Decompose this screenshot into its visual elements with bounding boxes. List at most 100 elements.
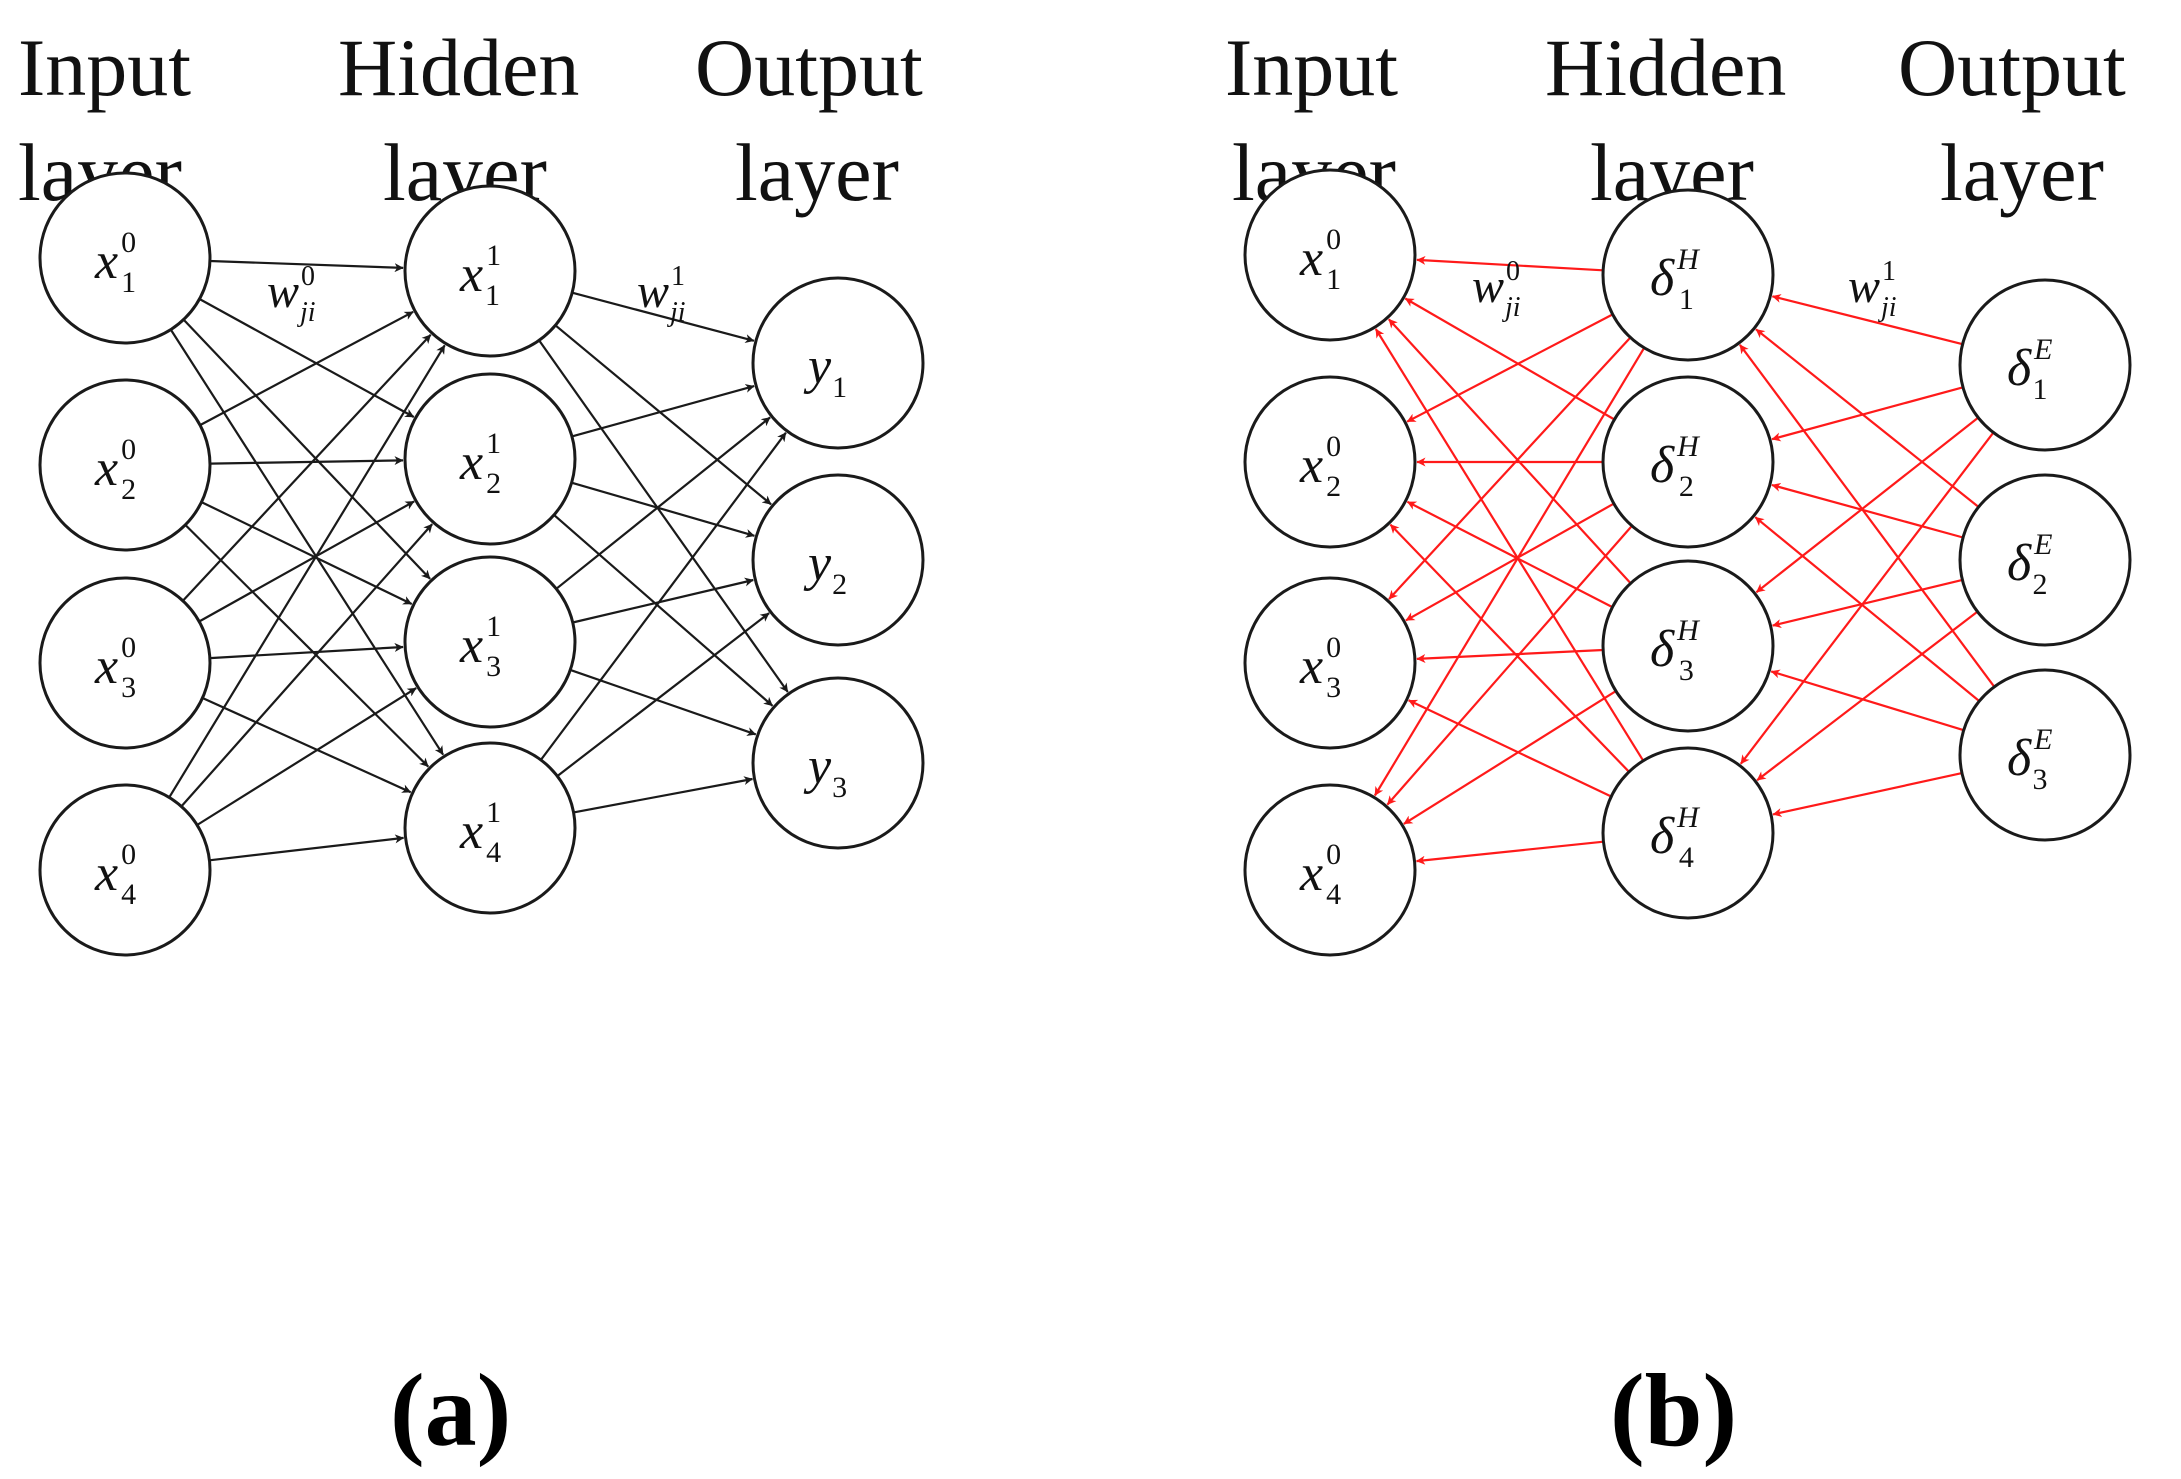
svg-text:x02: x02 (94, 433, 136, 506)
weight-sup: 1 (671, 261, 685, 292)
connection-arrow (1755, 328, 1980, 508)
connection-arrow (1416, 648, 1604, 663)
connection-arrow (1416, 840, 1604, 865)
connection-arrow (1406, 313, 1614, 423)
connection-arrow (168, 344, 446, 798)
connection-arrow (555, 416, 771, 590)
svg-text:x04: x04 (94, 838, 136, 911)
panel-a-edges (168, 259, 789, 862)
connection-arrow (1754, 516, 1980, 702)
svg-text:x01: x01 (94, 226, 136, 299)
connection-arrow (1770, 669, 1965, 732)
connection-arrow (209, 834, 405, 862)
connection-arrow (202, 696, 412, 794)
connection-arrow (1772, 772, 1963, 817)
connection-arrow (1388, 336, 1632, 600)
output-layer-title-line2: layer (1940, 127, 2104, 218)
connection-arrow (1374, 328, 1645, 762)
panel-b-hidden-layer-title: Hidden layer (1545, 22, 1786, 218)
connection-arrow (209, 456, 404, 466)
connection-arrow (1416, 255, 1604, 272)
svg-text:δE2: δE2 (2007, 528, 2053, 601)
svg-text:y1: y1 (803, 338, 847, 404)
connection-arrow (209, 642, 404, 660)
connection-arrow (1403, 690, 1617, 825)
connection-arrow (169, 329, 445, 756)
connection-arrow (1756, 610, 1979, 782)
connection-arrow (1771, 294, 1963, 346)
svg-text:y3: y3 (803, 738, 847, 804)
svg-text:x14: x14 (459, 796, 501, 869)
connection-arrow (1771, 482, 1964, 539)
hidden-layer-title-line1: Hidden (1545, 22, 1786, 113)
connection-arrow (1387, 318, 1632, 585)
panel-a-hidden-layer-title: Hidden layer (338, 22, 579, 218)
connection-arrow (1408, 699, 1612, 798)
connection-arrow (554, 324, 772, 506)
svg-text:x12: x12 (459, 427, 501, 500)
connection-arrow (1405, 502, 1615, 622)
panel-b-edges (1373, 255, 1996, 865)
connection-arrow (1739, 431, 1995, 765)
connection-arrow (198, 298, 415, 418)
svg-text:x02: x02 (1299, 430, 1341, 503)
hidden-layer-title-line1: Hidden (338, 22, 579, 113)
svg-text:δE1: δE1 (2007, 333, 2053, 406)
panel-a-output-layer-title: Output layer (695, 22, 923, 218)
connection-arrow (1772, 578, 1963, 628)
output-layer-title-line2: layer (735, 127, 899, 218)
svg-text:δH1: δH1 (1650, 243, 1701, 316)
panel-a-input-layer-title: Input layer (18, 22, 191, 218)
connection-arrow (538, 339, 789, 693)
connection-arrow (209, 259, 404, 273)
connection-arrow (201, 501, 413, 605)
weight-base: w (1848, 260, 1880, 313)
weight-sub: ji (667, 297, 686, 328)
input-layer-title-line1: Input (18, 22, 191, 113)
weight-sub: ji (297, 297, 316, 328)
output-node: y2 (751, 473, 925, 647)
svg-text:x11: x11 (459, 239, 500, 312)
svg-text:x01: x01 (1299, 223, 1341, 296)
connection-arrow (1386, 525, 1633, 806)
connection-arrow (569, 668, 757, 736)
svg-text:x03: x03 (1299, 631, 1341, 704)
output-layer-title-line1: Output (695, 22, 923, 113)
connection-arrow (1771, 386, 1964, 442)
connection-arrow (540, 432, 787, 761)
svg-text:δE3: δE3 (2007, 723, 2053, 796)
panel-a: Input layer Hidden layer Output layer w0… (18, 22, 925, 1468)
output-layer-title-line1: Output (1898, 22, 2126, 113)
connection-arrow (1739, 344, 1996, 688)
connection-arrow (553, 514, 774, 707)
output-node: y1 (751, 276, 925, 450)
connection-arrow (198, 500, 415, 623)
svg-text:x04: x04 (1299, 838, 1341, 911)
connection-arrow (184, 524, 430, 768)
connection-arrow (1373, 347, 1646, 797)
svg-text:δH4: δH4 (1650, 801, 1701, 874)
connection-arrow (1404, 297, 1615, 421)
connection-arrow (1389, 523, 1630, 773)
panel-b: Input layer Hidden layer Output layer w0… (1225, 22, 2132, 1468)
